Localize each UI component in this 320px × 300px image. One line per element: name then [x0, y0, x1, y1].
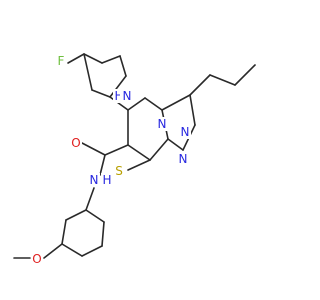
atom-label-n-bridge: N — [158, 117, 167, 131]
atom-n-triazole-2: N — [177, 152, 189, 166]
structure-canvas: F H N N N N S O N — [13, 53, 256, 266]
bond-c-c — [127, 144, 151, 161]
bond-ring-c — [149, 138, 169, 161]
bond-ph2-1 — [65, 209, 87, 221]
bond-ph1-6 — [83, 53, 93, 91]
bond-ph2-5 — [101, 221, 105, 247]
bond-ph1-4 — [109, 75, 127, 98]
bond-propyl-2 — [209, 74, 236, 86]
atom-amide-nh: N H — [88, 173, 113, 187]
bond-f-c — [67, 53, 85, 64]
atom-label-n-amine: N — [123, 89, 132, 103]
bond-tri-2 — [189, 94, 196, 126]
bond-ph2-3 — [61, 243, 83, 257]
atom-nh-amine: H N — [113, 89, 132, 103]
bond-ph1-5 — [91, 89, 111, 98]
atom-label-n-triazole-1: N — [181, 125, 190, 139]
bond-ph1-3 — [119, 55, 127, 77]
atom-label-h-amine: H — [114, 89, 123, 103]
molecule-diagram: F H N N N N S O N — [13, 53, 256, 266]
bond-s — [127, 159, 151, 171]
bond-c-o — [81, 142, 106, 156]
bond-ph2-6 — [85, 209, 105, 223]
atom-methoxy-oxygen: O — [31, 252, 43, 266]
atom-label-n-triazole-2: N — [179, 152, 188, 166]
bond-tri-4 — [167, 138, 184, 151]
bond-layer — [13, 53, 256, 259]
atom-n-bridge: N — [156, 117, 168, 131]
bond-c-n — [127, 97, 146, 111]
atom-n-triazole-1: N — [179, 125, 191, 139]
bond-c-n-amide — [99, 154, 106, 176]
bond-ph1-2 — [101, 55, 121, 64]
atom-label-s: S — [115, 164, 123, 178]
bond-propyl-3 — [234, 64, 256, 86]
atom-fluorine: F — [55, 54, 67, 68]
atom-label-f: F — [58, 54, 65, 68]
bond-c-amide — [104, 144, 129, 156]
atom-label-h-amide: H — [102, 173, 111, 187]
atom-label-n-amide: N — [90, 173, 99, 187]
atom-label-o-methoxy: O — [32, 252, 41, 266]
bond-n-ph2 — [85, 187, 95, 211]
bond-propyl-1 — [189, 74, 211, 96]
bond-n-bridge — [144, 97, 163, 111]
atom-sulfur: S — [113, 164, 125, 178]
atom-label-o-carbonyl: O — [71, 136, 80, 150]
atom-carbonyl-oxygen: O — [70, 136, 82, 150]
bond-ph2-4 — [81, 245, 103, 257]
bond-ph1-1 — [83, 53, 103, 64]
bond-ph2-2 — [61, 219, 67, 245]
bond-tri-1 — [161, 94, 191, 111]
bond-ph2-o — [43, 243, 63, 259]
